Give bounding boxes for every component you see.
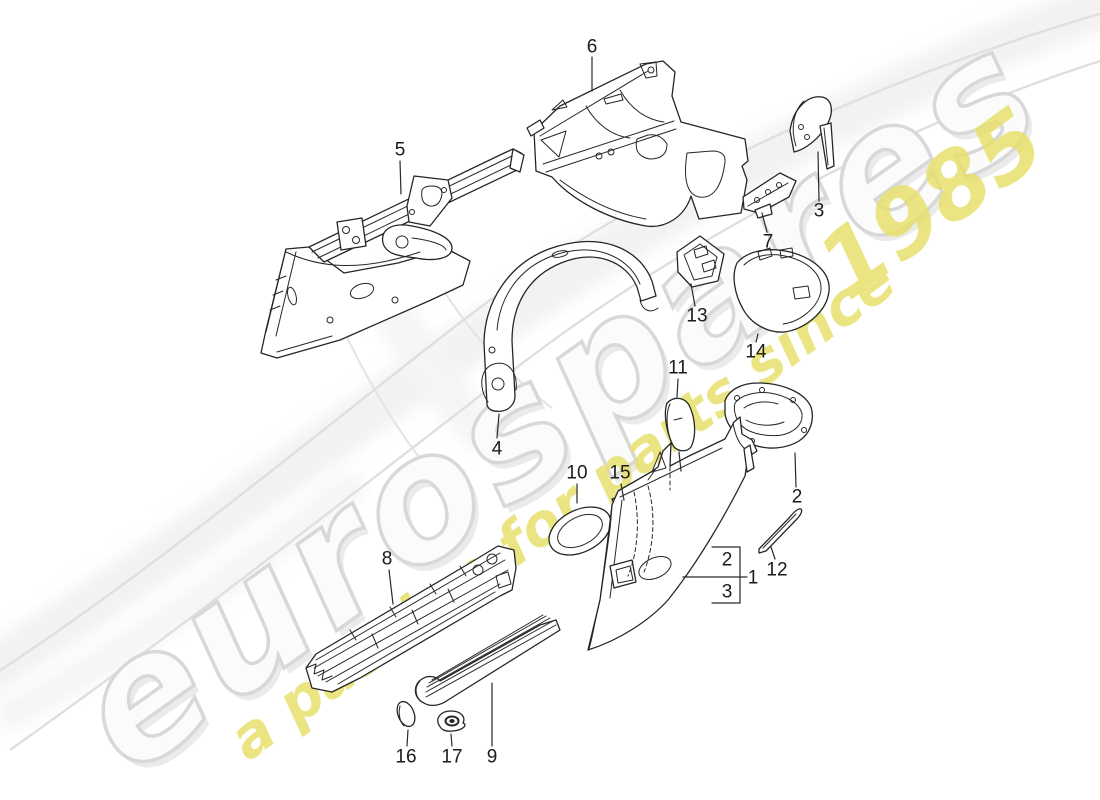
part-12-trim-pin (758, 508, 803, 554)
part-9-sill-cover (414, 614, 561, 707)
combined-ref-bracket (711, 546, 741, 604)
callout-13[interactable]: 13 (686, 305, 708, 327)
part-17-grommet (437, 710, 466, 732)
callout-4[interactable]: 4 (491, 438, 503, 460)
callout-6[interactable]: 6 (586, 36, 598, 58)
callout-11[interactable]: 11 (668, 357, 688, 379)
callout-15[interactable]: 15 (609, 462, 631, 484)
part-1-rear-quarter-panel (587, 416, 758, 651)
callout-3[interactable]: 3 (813, 200, 825, 222)
callout-14[interactable]: 14 (745, 341, 767, 363)
part-5-side-panel-inner (260, 148, 525, 359)
callout-3-in-bracket[interactable]: 3 (721, 581, 733, 603)
part-10-seal (548, 506, 612, 556)
part-11-corner-panel (664, 397, 696, 452)
callout-8[interactable]: 8 (381, 548, 393, 570)
callout-9[interactable]: 9 (486, 746, 498, 768)
part-2-vent-scoop (724, 382, 814, 449)
part-6-wheel-housing-inner (526, 60, 749, 228)
part-14-side-panel-rear (733, 247, 830, 333)
part-4-wheel-arch (481, 240, 659, 412)
callout-17[interactable]: 17 (441, 746, 463, 768)
callout-2-in-bracket[interactable]: 2 (721, 549, 733, 571)
callout-2[interactable]: 2 (791, 486, 803, 508)
callout-7[interactable]: 7 (762, 231, 774, 253)
part-7-support-bracket (742, 172, 797, 219)
callout-12[interactable]: 12 (766, 559, 788, 581)
callout-5[interactable]: 5 (394, 139, 406, 161)
callout-leader-lines (388, 56, 820, 747)
part-13-retainer (676, 235, 725, 288)
part-16-plug (396, 700, 416, 728)
part-3-bracket (789, 96, 835, 170)
part-8-sill-inner (305, 545, 517, 693)
callout-1[interactable]: 1 (747, 567, 759, 589)
callout-10[interactable]: 10 (566, 462, 588, 484)
callout-16[interactable]: 16 (395, 746, 417, 768)
